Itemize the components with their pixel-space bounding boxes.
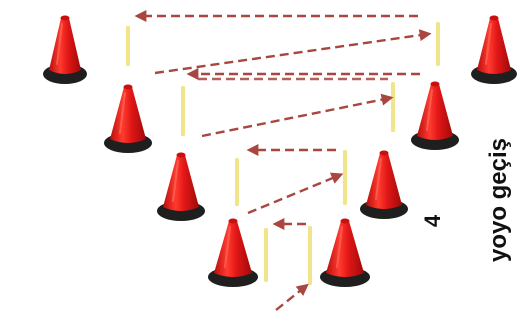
dashed-arrow (276, 286, 306, 310)
traffic-cone-icon (360, 151, 408, 220)
traffic-cone-icon (208, 219, 258, 288)
traffic-cone-icon (104, 85, 152, 154)
yellow-pole-marker (264, 228, 268, 282)
traffic-cone-icon (43, 16, 87, 85)
yellow-pole-marker (436, 22, 440, 66)
yellow-pole-marker (343, 150, 347, 205)
dashed-arrow (248, 175, 340, 213)
yellow-pole-marker (308, 226, 312, 285)
traffic-cone-icon (157, 153, 205, 222)
dashed-arrow (202, 98, 390, 136)
drill-number: 4 (420, 208, 446, 234)
traffic-cone-icon (320, 219, 370, 288)
traffic-cone-icon (411, 82, 459, 151)
traffic-cone-icon (471, 16, 517, 85)
yellow-pole-marker (126, 26, 130, 66)
yellow-pole-marker (235, 158, 239, 206)
poles-group (126, 22, 440, 285)
drill-name: yoyo geçiş (484, 125, 514, 275)
dashed-arrow (155, 34, 428, 73)
yellow-pole-marker (391, 82, 395, 132)
yellow-pole-marker (181, 86, 185, 136)
